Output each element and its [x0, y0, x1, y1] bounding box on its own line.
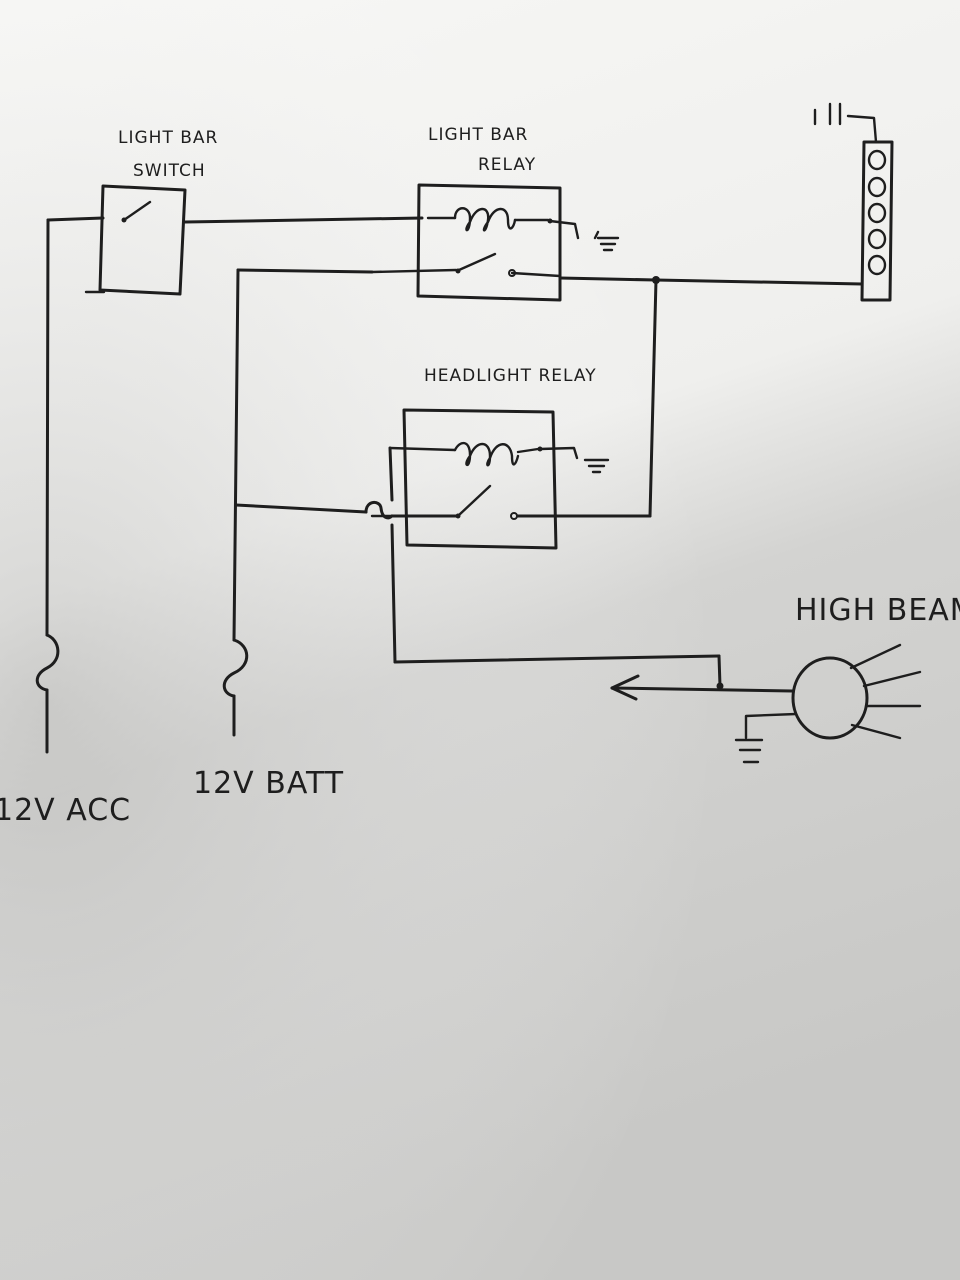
switch-to-relay-coil-wire [183, 216, 424, 224]
high-beam-feed-wire [610, 686, 794, 693]
wire-crossover-hop [364, 501, 394, 520]
light-bar-relay-coil [453, 207, 517, 232]
light-bar-relay-ground-icon [593, 230, 620, 252]
batt-to-headlight-relay-wire [234, 503, 368, 514]
high-beam-ground-lead [744, 712, 798, 740]
junction-drop-wire [648, 278, 658, 518]
coil-feed-vertical-top [388, 446, 394, 502]
headlight-relay-coil-lead-right [516, 447, 540, 454]
light-bar-led-3 [867, 202, 887, 224]
batt-wire-vertical [232, 268, 240, 642]
light-bar-switch [84, 184, 187, 296]
batt-fuse-symbol [222, 638, 249, 698]
acc-label: 12V ACC [0, 793, 131, 828]
high-beam-rays-icon [849, 643, 922, 740]
light-bar-led-5 [867, 254, 887, 276]
light-bar-led-1 [867, 149, 887, 171]
headlight-relay-switch-blade [457, 484, 492, 517]
light-bar-ground-icon [813, 102, 842, 126]
light-bar-relay-ground-lead [548, 219, 580, 240]
acc-fuse-symbol [35, 633, 60, 692]
headlight-relay-label: HEADLIGHT RELAY [424, 366, 597, 386]
headlight-relay-coil [453, 441, 520, 467]
high-beam-bulb [791, 656, 869, 740]
light-bar-relay-switch-output [510, 271, 562, 278]
light-bar-switch-label-line2: SWITCH [133, 161, 206, 181]
acc-wire-top [46, 216, 105, 222]
headlight-relay-ground-icon [583, 458, 610, 474]
headlight-relay-coil-lead-left [388, 446, 457, 452]
light-bar-switch-contact [122, 200, 152, 222]
high-beam-junction-dot [716, 682, 724, 690]
high-beam-signal-wire [393, 654, 721, 664]
batt-label: 12V BATT [193, 766, 344, 801]
light-bar-relay-switch-input [370, 268, 458, 274]
high-beam-arrow-icon [610, 674, 640, 701]
high-beam-ground-icon [734, 738, 764, 764]
light-bar-relay [370, 183, 620, 302]
light-bar-feed-wire [654, 278, 864, 286]
light-bar-led-2 [867, 176, 887, 198]
headlight-relay-box [402, 408, 558, 550]
light-bar-relay-label-line2: RELAY [478, 155, 536, 175]
acc-wire-vertical [45, 218, 50, 637]
headlight-relay-ground-lead [538, 446, 579, 460]
high-beam-lamp [610, 643, 922, 764]
batt-wire-top [236, 268, 374, 274]
light-bar-relay-label-line1: LIGHT BAR [428, 125, 528, 145]
light-bar-led-4 [867, 228, 887, 250]
light-bar-relay-switch-blade [457, 252, 497, 272]
light-bar-switch-label-line1: LIGHT BAR [118, 128, 218, 148]
coil-feed-vertical-bottom [390, 523, 397, 664]
relay-output-wire [558, 276, 658, 282]
light-bar-relay-box [416, 183, 562, 302]
high-beam-signal-drop [717, 654, 722, 688]
light-bar-switch-box [98, 184, 187, 296]
light-bar-housing [860, 140, 894, 302]
light-bar-ground-lead [846, 114, 878, 144]
light-bar [813, 102, 894, 302]
high-beam-label: HIGH BEAM [795, 593, 960, 628]
